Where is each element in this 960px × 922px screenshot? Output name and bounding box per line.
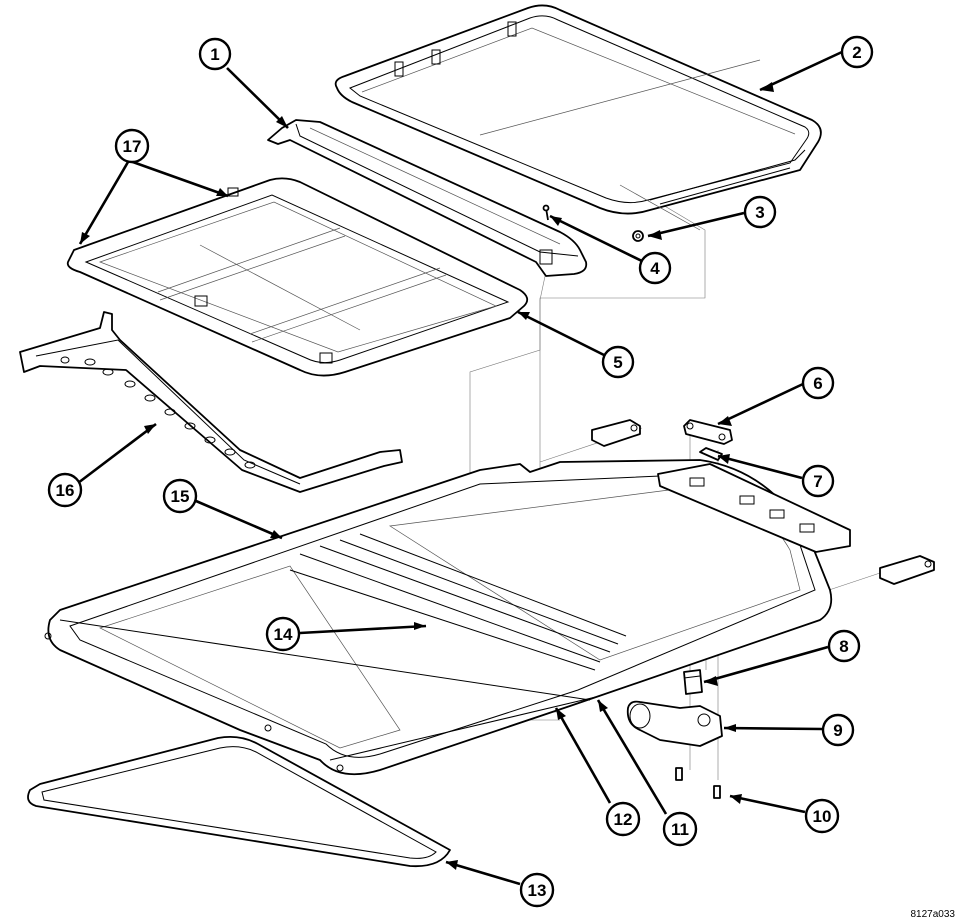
callout-12-label: 12 <box>614 810 633 829</box>
nut <box>632 230 644 242</box>
callout-8: 8 <box>827 629 861 663</box>
callout-17: 17 <box>114 128 150 164</box>
callout-4: 4 <box>638 251 672 285</box>
drive-motor <box>626 700 723 747</box>
callout-12: 12 <box>605 801 641 837</box>
control-module <box>683 669 703 695</box>
figure-code: 8127a033 <box>911 909 956 920</box>
wind-deflector <box>267 119 588 277</box>
callout-5: 5 <box>601 345 635 379</box>
callout-7-label: 7 <box>813 472 822 491</box>
rear-plate <box>657 463 851 553</box>
callout-14: 14 <box>265 616 301 652</box>
drain-connectors <box>591 419 935 585</box>
callout-3-label: 3 <box>755 203 764 222</box>
callout-10-label: 10 <box>813 807 832 826</box>
sunroof-housing <box>44 459 833 776</box>
callout-7: 7 <box>801 464 835 498</box>
callout-6: 6 <box>801 366 835 400</box>
cable-guide <box>683 419 733 461</box>
callout-16: 16 <box>47 472 83 508</box>
callout-11-label: 11 <box>671 820 689 839</box>
callout-13: 13 <box>519 872 555 908</box>
callout-9: 9 <box>821 713 855 747</box>
seal <box>27 735 451 868</box>
callout-17-label: 17 <box>123 137 142 156</box>
sunshade-frame <box>66 177 529 377</box>
callout-9-label: 9 <box>833 721 842 740</box>
callout-16-label: 16 <box>56 481 75 500</box>
callout-4-label: 4 <box>650 259 660 278</box>
glass-panel <box>334 4 822 231</box>
callout-14-label: 14 <box>274 625 293 644</box>
callout-2: 2 <box>840 35 874 69</box>
callout-3: 3 <box>743 195 777 229</box>
callout-15: 15 <box>162 478 198 514</box>
callout-5-label: 5 <box>613 353 622 372</box>
callout-13-label: 13 <box>528 881 547 900</box>
callout-8-label: 8 <box>839 637 848 656</box>
callout-11: 11 <box>662 811 698 847</box>
callout-2-label: 2 <box>852 43 861 62</box>
callout-6-label: 6 <box>813 374 822 393</box>
rear-bracket <box>19 311 403 493</box>
callout-1-label: 1 <box>210 45 219 64</box>
screws <box>675 767 721 799</box>
callout-10: 10 <box>804 798 840 834</box>
bolt <box>542 204 550 221</box>
callout-15-label: 15 <box>171 487 190 506</box>
callout-1: 1 <box>198 37 232 71</box>
leader-lines <box>77 50 843 886</box>
